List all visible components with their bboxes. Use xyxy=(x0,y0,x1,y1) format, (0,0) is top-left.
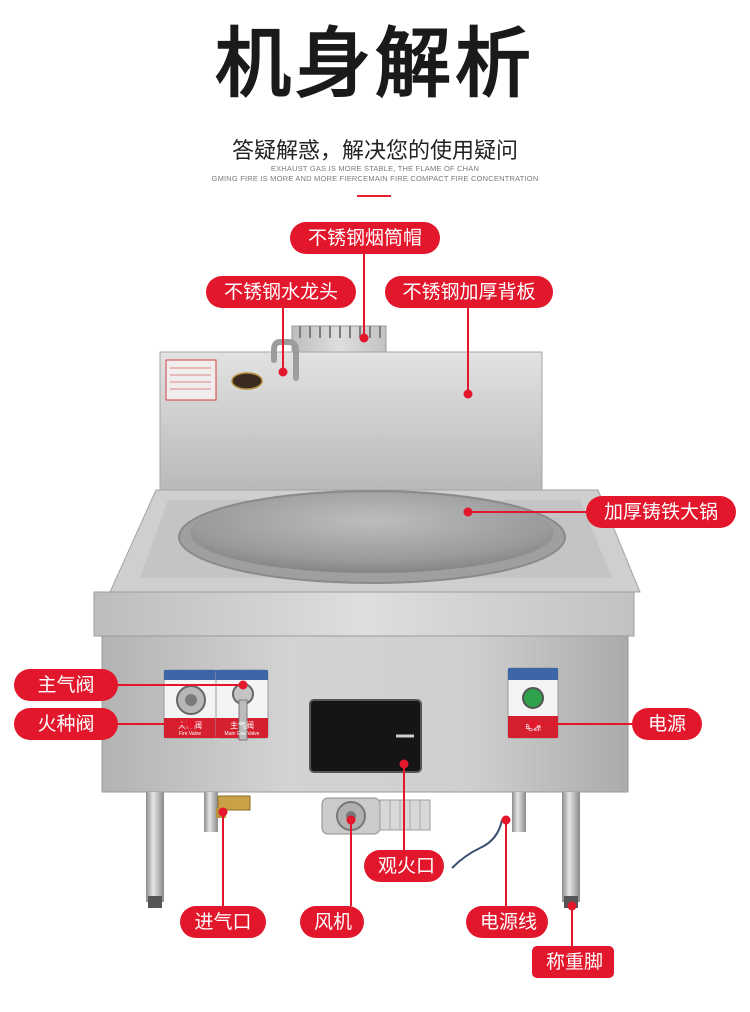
label-faucet: 不锈钢水龙头 xyxy=(206,276,356,308)
pilot-panel-en: Fire Valve xyxy=(179,731,201,737)
warning-sticker xyxy=(165,359,217,401)
label-main-valve: 主气阀 xyxy=(14,669,118,701)
label-wok: 加厚铸铁大锅 xyxy=(586,496,736,528)
leg-front-left xyxy=(146,792,164,902)
label-power-cord: 电源线 xyxy=(466,906,548,938)
callout-lines xyxy=(118,250,632,946)
page-title: 机身解析 xyxy=(215,19,535,108)
brand-badge xyxy=(231,372,263,390)
power-switch[interactable] xyxy=(522,687,544,709)
fan-blower xyxy=(321,797,431,835)
front-lip xyxy=(93,591,635,637)
page-subtitle: 答疑解惑，解决您的使用疑问 xyxy=(231,139,518,164)
callout-dots xyxy=(186,333,577,911)
leg-rear-left xyxy=(204,792,218,832)
label-power: 电源 xyxy=(632,708,702,740)
label-back-panel: 不锈钢加厚背板 xyxy=(385,276,553,308)
leg-rear-right xyxy=(512,792,526,832)
english-caption-line-1: EXHAUST GAS IS MORE STABLE, THE FLAME OF… xyxy=(270,164,480,173)
label-foot: 称重脚 xyxy=(532,946,614,978)
label-fan: 风机 xyxy=(300,906,364,938)
valve-panel: 火种阀 Fire Valve 主气阀 Main Gas Valve xyxy=(163,669,269,741)
english-caption-line-2: GMING FIRE IS MORE AND MORE FIERCEMAIN F… xyxy=(211,174,539,183)
label-gas-inlet: 进气口 xyxy=(180,906,266,938)
main-panel-label: 主气阀 xyxy=(230,720,254,730)
label-chimney-cap: 不锈钢烟筒帽 xyxy=(290,222,440,254)
power-cord xyxy=(451,819,503,869)
label-viewport: 观火口 xyxy=(364,850,444,882)
viewport-window xyxy=(309,699,422,773)
foot-front-left xyxy=(148,896,162,908)
main-panel-en: Main Gas Valve xyxy=(225,731,260,737)
leg-front-right xyxy=(562,792,580,902)
title-divider xyxy=(357,195,391,197)
back-panel xyxy=(159,351,543,491)
wok xyxy=(190,493,554,573)
label-pilot-valve: 火种阀 xyxy=(14,708,118,740)
